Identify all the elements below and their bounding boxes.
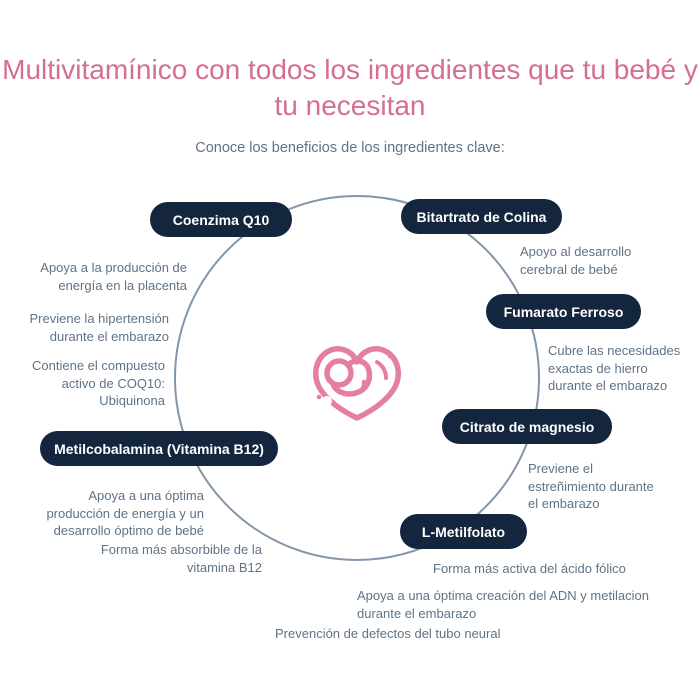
pill-bitartrato-de-colina: Bitartrato de Colina: [401, 199, 562, 234]
benefit-q10-ubiquinona: Contiene el compuesto activo de COQ10: U…: [32, 358, 165, 408]
pill-fumarato-ferroso: Fumarato Ferroso: [486, 294, 641, 329]
pill-label: Bitartrato de Colina: [416, 208, 547, 225]
pill-label: L-Metilfolato: [421, 523, 506, 540]
benefit-q10-hipertension: Previene la hipertensión durante el emba…: [29, 311, 169, 344]
benefit-b12-energia-desarrollo: Apoya a una óptima producción de energía…: [46, 488, 204, 538]
benefit-folato-adn-metilacion: Apoya a una óptima creación del ADN y me…: [357, 588, 649, 621]
fetus-heart-icon: [305, 336, 409, 428]
pill-metilcobalamina-b12: Metilcobalamina (Vitamina B12): [40, 431, 278, 466]
benefit-colina-desarrollo-cerebral: Apoyo al desarrollo cerebral de bebé: [520, 244, 632, 277]
pill-label: Metilcobalamina (Vitamina B12): [54, 440, 264, 457]
benefit-folato-tubo-neural: Prevención de defectos del tubo neural: [275, 626, 501, 641]
benefit-folato-acido-folico: Forma más activa del ácido fólico: [433, 561, 626, 576]
benefit-b12-absorbible: Forma más absorbible de la vitamina B12: [100, 542, 262, 575]
benefit-q10-energia-placenta: Apoya a la producción de energía en la p…: [40, 260, 187, 293]
ingredients-circle: [174, 195, 540, 561]
benefit-ferroso-hierro: Cubre las necesidades exactas de hierro …: [548, 343, 681, 393]
page-subtitle: Conoce los beneficios de los ingrediente…: [195, 140, 505, 156]
pill-coenzima-q10: Coenzima Q10: [150, 202, 292, 237]
pill-label: Citrato de magnesio: [459, 418, 595, 435]
pill-label: Coenzima Q10: [172, 211, 270, 228]
pill-l-metilfolato: L-Metilfolato: [400, 514, 527, 549]
benefit-magnesio-estrenimiento: Previene el estreñimiento durante el emb…: [528, 461, 654, 511]
page-title: Multivitamínico con todos los ingredient…: [2, 54, 698, 121]
pill-label: Fumarato Ferroso: [503, 303, 624, 320]
pill-citrato-de-magnesio: Citrato de magnesio: [442, 409, 612, 444]
